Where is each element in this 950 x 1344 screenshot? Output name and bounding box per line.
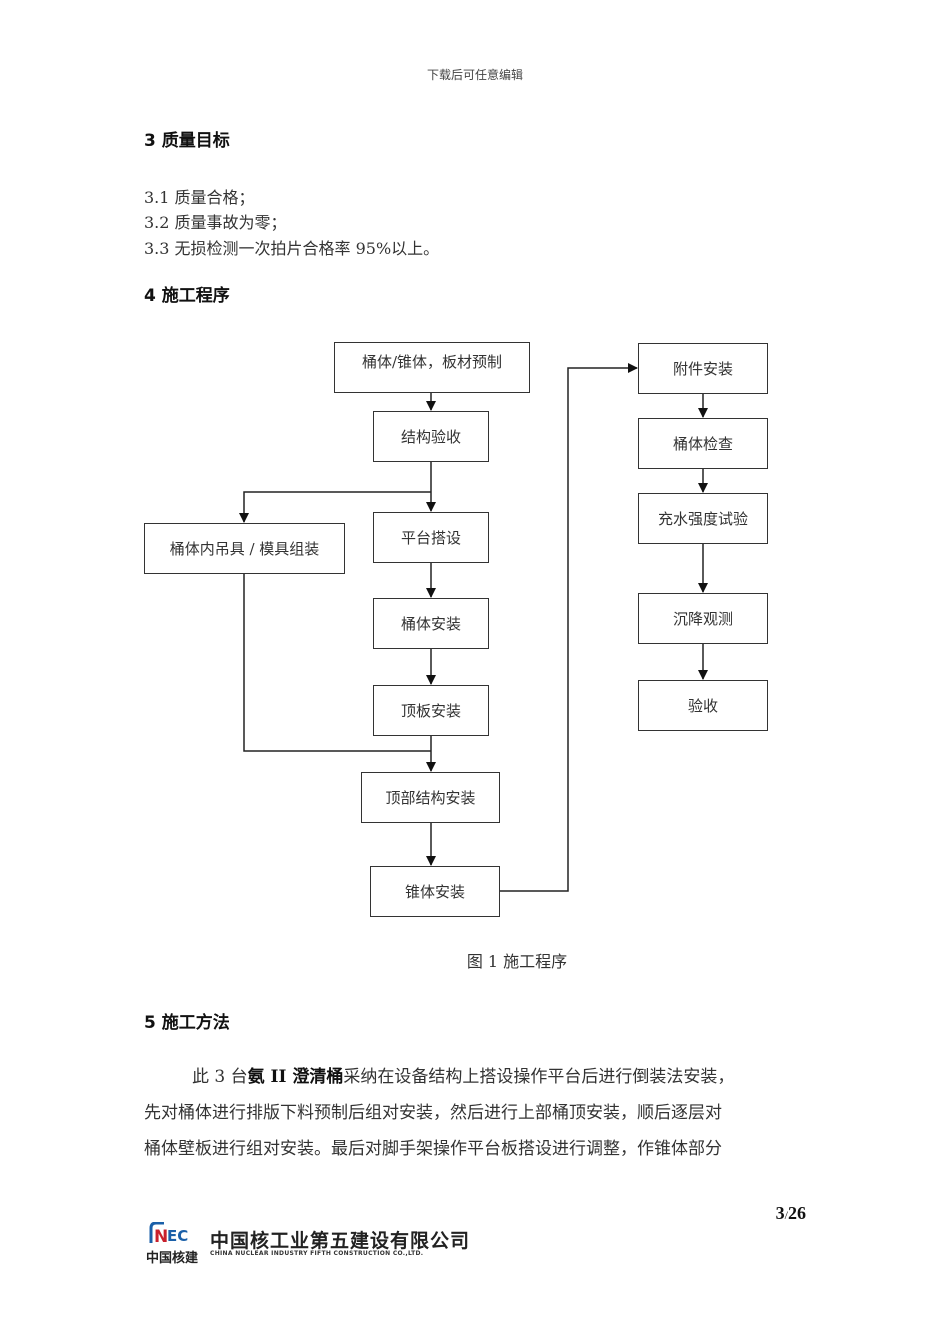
flow-node-water-test: 充水强度试验	[638, 493, 768, 544]
header-note: 下载后可任意编辑	[426, 68, 523, 82]
flow-node-attachments: 附件安装	[638, 343, 768, 394]
method-paragraph: 此 3 台氨 II 澄清桶采纳在设备结构上搭设操作平台后进行倒装法安装， 先对桶…	[144, 1059, 808, 1167]
page-separator: /	[784, 1208, 788, 1222]
company-name-en: CHINA NUCLEAR INDUSTRY FIFTH CONSTRUCTIO…	[210, 1250, 424, 1257]
connector-inner-hoist-merge	[243, 573, 431, 752]
section-3-title: 3 质量目标	[144, 131, 230, 151]
flow-node-platform: 平台搭设	[373, 512, 489, 563]
svg-text:N: N	[154, 1227, 168, 1244]
page-total: 26	[788, 1203, 806, 1223]
section-5-title: 5 施工方法	[144, 1013, 230, 1033]
flow-node-settlement: 沉降观测	[638, 593, 768, 644]
paragraph-line-1-rest: 采纳在设备结构上搭设操作平台后进行倒装法安装，	[343, 1067, 735, 1087]
quality-item-1: 3.1 质量合格；	[144, 188, 255, 207]
page-number: 3/26	[740, 1203, 806, 1224]
flow-node-inner-hoist: 桶体内吊具 / 模具组装	[144, 523, 345, 574]
flow-node-roof-install: 顶板安装	[373, 685, 489, 736]
flow-node-cone-install: 锥体安装	[370, 866, 500, 917]
company-name-cn: 中国核工业第五建设有限公司	[210, 1230, 471, 1252]
flow-node-top-structure: 顶部结构安装	[361, 772, 500, 823]
paragraph-prefix: 此 3 台	[192, 1067, 248, 1087]
flow-node-final-acceptance: 验收	[638, 680, 768, 731]
section-4-title: 4 施工程序	[144, 286, 230, 306]
arrow-to-inner-hoist	[239, 491, 431, 523]
company-logo-icon: N EC	[149, 1222, 188, 1244]
logo-chinese-text: 中国核建	[146, 1251, 199, 1266]
paragraph-line-1: 此 3 台氨 II 澄清桶采纳在设备结构上搭设操作平台后进行倒装法安装，	[144, 1059, 808, 1095]
arrow-cone-to-attachments	[499, 363, 638, 892]
svg-text:EC: EC	[167, 1227, 188, 1244]
flow-node-prefab: 桶体/锥体，板材预制	[334, 342, 530, 393]
quality-item-3: 3.3 无损检测一次拍片合格率 95%以上。	[144, 239, 440, 258]
equipment-name: 氨 II 澄清桶	[247, 1067, 344, 1087]
flow-node-shell-check: 桶体检查	[638, 418, 768, 469]
flow-node-structure-acceptance: 结构验收	[373, 411, 489, 462]
quality-item-2: 3.2 质量事故为零；	[144, 213, 287, 232]
page-current: 3	[775, 1203, 785, 1223]
paragraph-line-3: 桶体壁板进行组对安装。最后对脚手架操作平台板搭设进行调整，作锥体部分	[144, 1139, 722, 1159]
figure-caption: 图 1 施工程序	[466, 952, 568, 971]
paragraph-line-2: 先对桶体进行排版下料预制后组对安装，然后进行上部桶顶安装，顺后逐层对	[144, 1103, 722, 1123]
flow-node-shell-install: 桶体安装	[373, 598, 489, 649]
